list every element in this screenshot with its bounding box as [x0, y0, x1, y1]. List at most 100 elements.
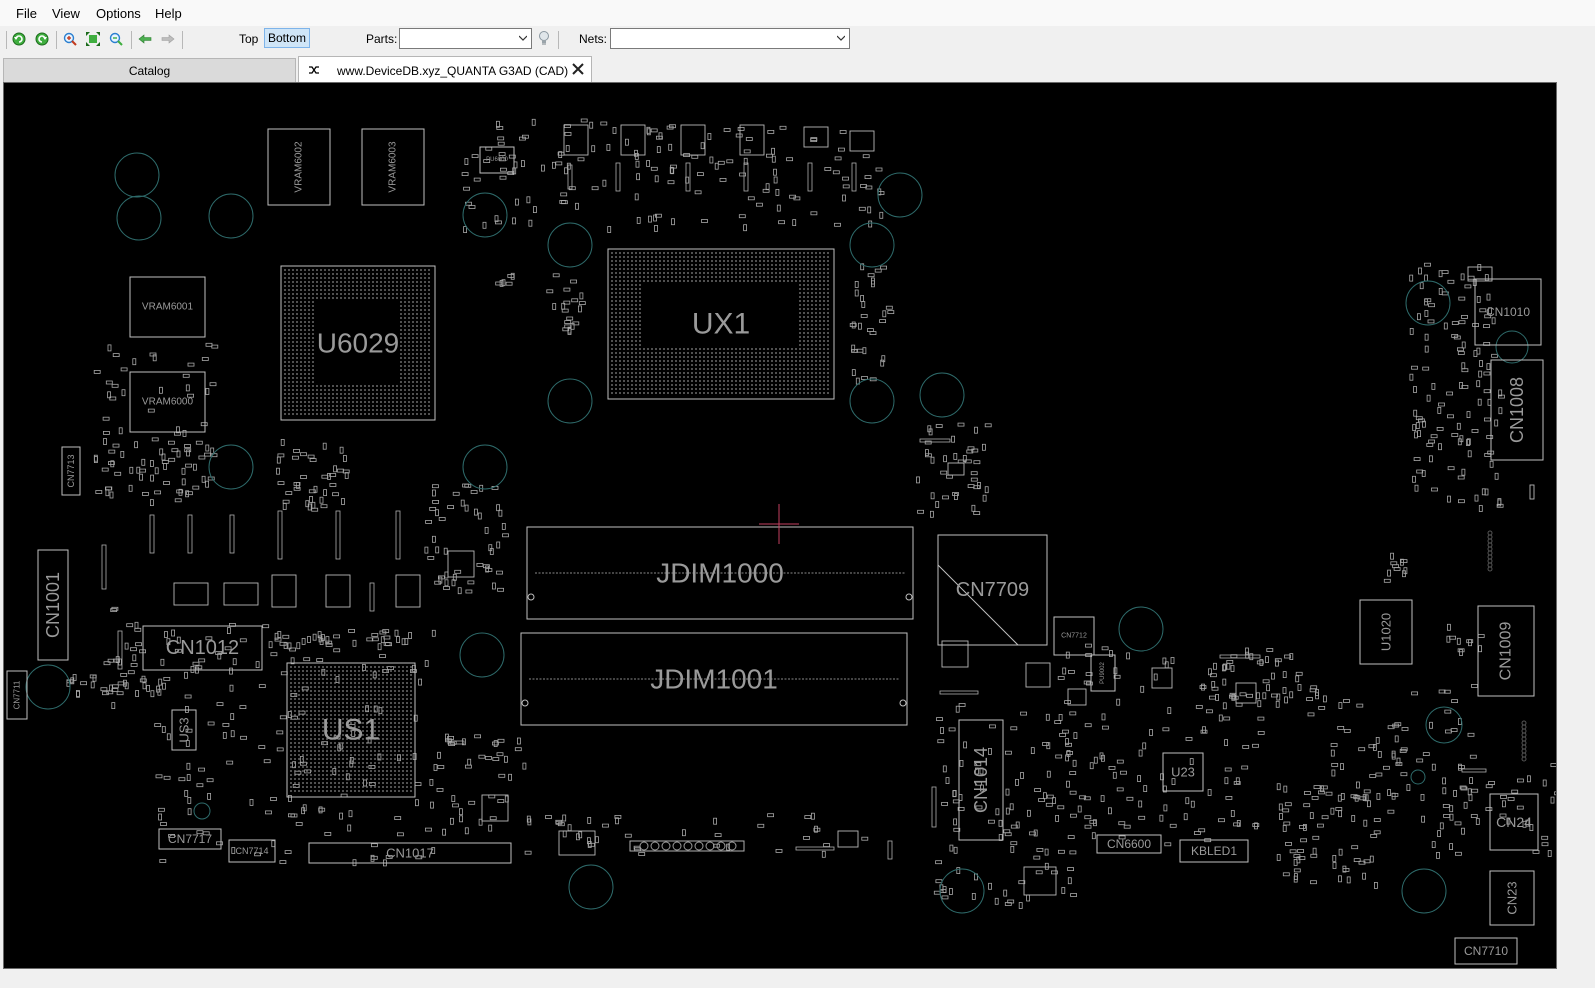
component-label-us3: US3: [177, 717, 192, 742]
menu-help[interactable]: Help: [155, 6, 182, 21]
component-vram6001[interactable]: VRAM6001: [129, 276, 206, 338]
chevron-down-icon: [837, 35, 845, 41]
component-cn7717[interactable]: CN7717: [158, 828, 222, 850]
toolbar-separator: [182, 31, 183, 49]
component-label-u6029: U6029: [317, 328, 400, 359]
menu-bar: File View Options Help: [0, 0, 1595, 26]
zoom-fit-icon[interactable]: [85, 31, 101, 47]
component-cn1014[interactable]: CN1014: [958, 719, 1004, 841]
component-label-jdim1000: JDIM1000: [656, 558, 784, 589]
component-u1020[interactable]: U1020: [1359, 599, 1413, 665]
component-vram6003[interactable]: VRAM6003: [361, 128, 425, 206]
light-bulb-icon[interactable]: [536, 30, 552, 46]
toolbar-separator: [56, 31, 57, 49]
document-tabs: Catalog www.DeviceDB.xyz_QUANTA G3AD (CA…: [0, 56, 1595, 82]
component-label-u1020: U1020: [1379, 613, 1394, 651]
forward-arrow-icon[interactable]: [160, 31, 176, 47]
board-view[interactable]: UX1U6029US1JDIM1000JDIM1001CN7709CN1012C…: [4, 83, 1556, 968]
toolbar-grip: [6, 31, 7, 49]
component-pu6000[interactable]: PU6000: [479, 146, 515, 174]
component-cn1010[interactable]: CN1010: [1474, 278, 1542, 346]
pin-icon[interactable]: [308, 64, 320, 76]
component-u23[interactable]: U23: [1162, 752, 1204, 792]
component-cn7710[interactable]: CN7710: [1454, 937, 1518, 965]
component-u6029[interactable]: U6029: [280, 265, 436, 421]
component-vram6002[interactable]: VRAM6002: [267, 128, 331, 206]
component-cn6600[interactable]: CN6600: [1096, 834, 1162, 854]
component-kbled1[interactable]: KBLED1: [1179, 839, 1249, 863]
component-label-kbled1: KBLED1: [1191, 844, 1237, 858]
toolbar: Top Bottom Parts: Nets:: [0, 26, 1595, 54]
component-us3[interactable]: US3: [171, 709, 197, 751]
component-cn23[interactable]: CN23: [1489, 870, 1535, 926]
toolbar-separator: [558, 31, 559, 49]
rotate-right-icon[interactable]: [34, 31, 50, 47]
component-label-cn6600: CN6600: [1107, 837, 1151, 851]
component-cn7709[interactable]: CN7709: [937, 534, 1048, 646]
component-label-cn1009: CN1009: [1498, 622, 1515, 681]
component-cn24[interactable]: CN24: [1489, 793, 1539, 851]
component-label-cn7709: CN7709: [956, 579, 1029, 601]
component-label-ux1: UX1: [692, 308, 750, 341]
component-label-vram6003: VRAM6003: [388, 141, 399, 193]
component-label-cn1001: CN1001: [43, 572, 63, 638]
chevron-down-icon: [519, 35, 527, 41]
component-cn7711[interactable]: CN7711: [6, 670, 28, 720]
vertical-scrollbar[interactable]: [1559, 82, 1568, 969]
parts-combobox[interactable]: [399, 28, 532, 49]
component-label-cn1017: CN1017: [386, 846, 434, 861]
component-cn7712[interactable]: CN7712: [1053, 616, 1095, 656]
component-cn7713[interactable]: CN7713: [61, 446, 81, 496]
component-pu9002[interactable]: PU9002: [1090, 654, 1116, 692]
component-label-cn7717: CN7717: [168, 832, 212, 846]
component-label-cn1012: CN1012: [166, 637, 239, 659]
component-cn1009[interactable]: CN1009: [1477, 605, 1535, 697]
top-side-button[interactable]: Top: [239, 32, 259, 46]
cursor-crosshair: [759, 504, 799, 544]
component-label-cn7714: CN7714: [235, 846, 268, 856]
component-label-vram6002: VRAM6002: [294, 141, 305, 193]
zoom-in-icon[interactable]: [62, 31, 78, 47]
component-label-cn1014: CN1014: [971, 747, 991, 813]
component-label-cn24: CN24: [1496, 814, 1532, 830]
tab-board-file[interactable]: www.DeviceDB.xyz_QUANTA G3AD (CAD): [298, 56, 592, 82]
component-jdim1001[interactable]: JDIM1001: [520, 632, 908, 726]
component-label-cn7712: CN7712: [1061, 633, 1087, 640]
component-label-cn7710: CN7710: [1464, 944, 1508, 958]
component-vram6000[interactable]: VRAM6000: [129, 371, 206, 433]
menu-options[interactable]: Options: [96, 6, 141, 21]
component-label-us1: US1: [322, 714, 380, 747]
back-arrow-icon[interactable]: [137, 31, 153, 47]
component-label-cn1010: CN1010: [1486, 305, 1530, 319]
component-label-cn1008: CN1008: [1507, 377, 1527, 443]
component-ux1[interactable]: UX1: [607, 248, 835, 400]
parts-label: Parts:: [366, 32, 398, 46]
via-holes: [25, 152, 1529, 914]
menu-view[interactable]: View: [52, 6, 80, 21]
toolbar-separator: [131, 31, 132, 49]
component-outlines: UX1U6029US1JDIM1000JDIM1001CN7709CN1012C…: [6, 128, 1544, 965]
nets-label: Nets:: [579, 32, 608, 46]
menu-file[interactable]: File: [16, 6, 37, 21]
component-cn1012[interactable]: CN1012: [142, 625, 263, 671]
tab-board-file-label: www.DeviceDB.xyz_QUANTA G3AD (CAD): [337, 64, 569, 78]
component-label-pu9002: PU9002: [1100, 661, 1106, 683]
component-jdim1000[interactable]: JDIM1000: [526, 526, 914, 620]
component-us1[interactable]: US1: [286, 662, 416, 798]
component-label-cn7711: CN7711: [13, 680, 22, 709]
close-icon[interactable]: [572, 63, 584, 75]
rotate-left-icon[interactable]: [11, 31, 27, 47]
component-label-jdim1001: JDIM1001: [650, 664, 778, 695]
component-cn7714[interactable]: CN7714: [228, 839, 276, 863]
smd-pad-field: [66, 118, 1556, 909]
nets-combobox[interactable]: [610, 28, 850, 49]
component-label-cn7713: CN7713: [66, 454, 76, 487]
component-cn1008[interactable]: CN1008: [1490, 359, 1544, 461]
tab-catalog[interactable]: Catalog: [3, 58, 296, 82]
bottom-side-button[interactable]: Bottom: [264, 28, 310, 48]
component-cn1017[interactable]: CN1017: [308, 842, 512, 864]
component-label-pu6000: PU6000: [486, 157, 508, 163]
component-cn1001[interactable]: CN1001: [37, 549, 69, 661]
zoom-out-icon[interactable]: [108, 31, 124, 47]
